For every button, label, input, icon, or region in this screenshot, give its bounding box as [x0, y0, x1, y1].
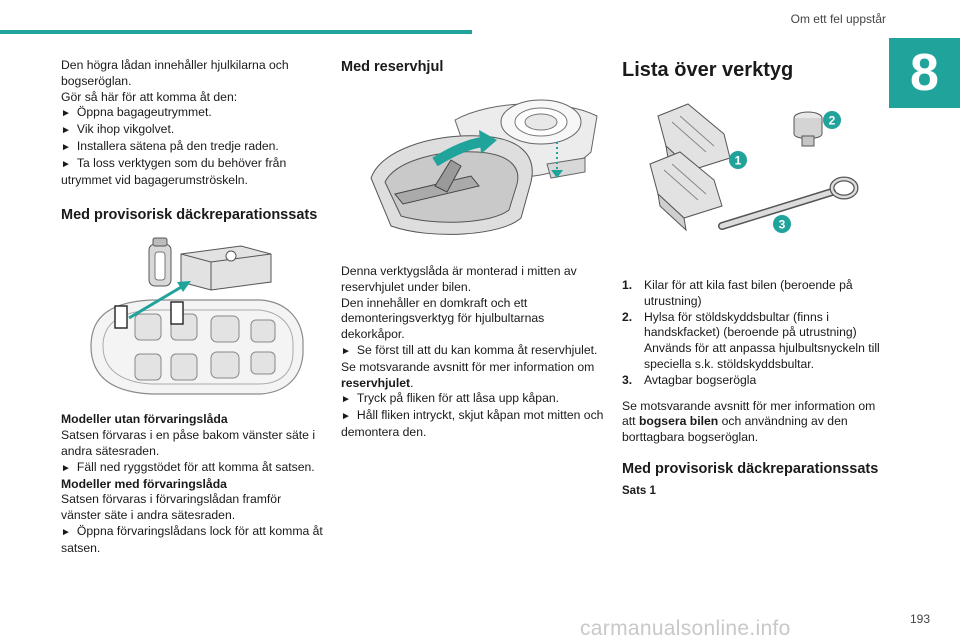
subheading: Modeller utan förvaringslåda	[61, 412, 228, 427]
list-text: Avtagbar bogserögla	[644, 372, 757, 387]
body-text: Satsen förvaras i en påse bakom vänster …	[61, 428, 316, 458]
list-text: Hylsa för stöldskyddsbultar (finns i han…	[644, 309, 880, 371]
reference-suffix: och användning av den borttagbara bogser…	[622, 414, 848, 445]
step-item: Vik ihop vikgolvet.	[61, 122, 323, 139]
section-heading: Med reservhjul	[341, 59, 444, 75]
step-item: Ta loss verktygen som du behöver från ut…	[61, 156, 323, 189]
reference-prefix: Se motsvarande avsnitt för mer informati…	[341, 359, 595, 374]
body-text: Denna verktygslåda är monterad i mitten …	[341, 264, 577, 294]
column-1: Den högra lådan innehåller hjulkilarna o…	[61, 58, 323, 557]
step-item: Öppna förvaringslådans lock för att komm…	[61, 524, 323, 557]
list-number: 3.	[622, 372, 633, 387]
section-heading: Med provisorisk däckreparationssats	[61, 207, 318, 224]
column-3: Lista över verktyg 1 2	[622, 58, 884, 500]
step-item: Tryck på fliken för att låsa upp kåpan.	[341, 391, 606, 408]
watermark: carmanualsonline.info	[580, 617, 791, 640]
list-number: 1.	[622, 278, 633, 292]
subheading: Sats 1	[622, 484, 656, 497]
howto-text: Gör så här för att komma åt den:	[61, 89, 238, 104]
reference-text: Se motsvarande avsnitt för mer informati…	[622, 399, 884, 446]
page-number: 193	[909, 612, 930, 626]
callout-3: 3	[779, 218, 786, 232]
reference-suffix: .	[410, 375, 414, 390]
header-accent-bar	[0, 30, 472, 34]
body-text: Den innehåller en domkraft och ett demon…	[341, 295, 545, 342]
page-section-title: Lista över verktyg	[622, 59, 794, 81]
chapter-number-badge: 8	[889, 38, 960, 108]
list-item: 1. Kilar för att kila fast bilen (beroend…	[622, 278, 884, 310]
list-item: 3. Avtagbar bogserögla	[622, 373, 884, 389]
tool-list: 1. Kilar för att kila fast bilen (beroend…	[622, 278, 884, 389]
step-item: Se först till att du kan komma åt reserv…	[341, 343, 606, 360]
list-item: 2. Hylsa för stöldskyddsbultar (finns i h…	[622, 310, 884, 373]
reference-keyword: bogsera bilen	[638, 414, 719, 429]
subheading: Modeller med förvaringslåda	[61, 476, 227, 491]
step-item: Installera sätena på den tredje raden.	[61, 139, 323, 156]
step-item: Håll fliken intryckt, skjut kåpan mot mi…	[341, 408, 606, 441]
callout-1: 1	[735, 154, 742, 168]
callout-2: 2	[829, 114, 836, 128]
section-title: Om ett fel uppstår	[790, 12, 886, 26]
list-text: Kilar för att kila fast bilen (beroende …	[644, 278, 853, 308]
step-item: Fäll ned ryggstödet för att komma åt sat…	[61, 460, 323, 477]
car-seat-diagram	[71, 236, 323, 398]
reference-keyword: reservhjulet	[341, 375, 411, 390]
step-item: Öppna bagageutrymmet.	[61, 105, 323, 122]
body-text: Satsen förvaras i förvaringslådan framfö…	[61, 492, 282, 523]
section-heading: Med provisorisk däckreparationssats	[622, 460, 879, 477]
reference-prefix: Se motsvarande avsnitt för mer informati…	[622, 398, 876, 429]
column-2: Med reservhjul Denna verktygslåda är mon…	[341, 58, 606, 441]
list-number: 2.	[622, 309, 633, 324]
intro-text: Den högra lådan innehåller hjulkilarna o…	[61, 58, 289, 88]
tool-set-diagram: 1 2 3	[622, 96, 884, 256]
reference-text: Se motsvarande avsnitt för mer informati…	[341, 360, 606, 392]
spare-wheel-diagram	[351, 90, 606, 246]
